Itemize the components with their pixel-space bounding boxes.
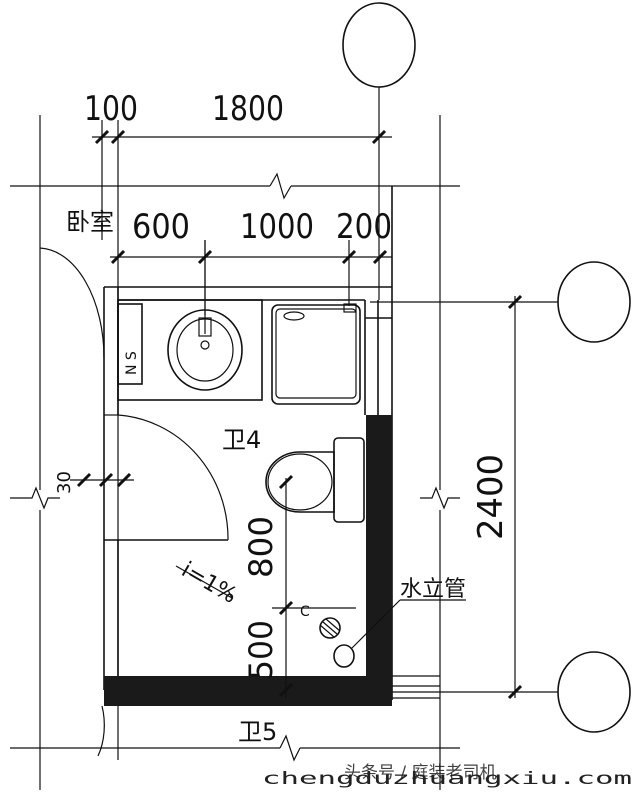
dim-2400: 2400	[471, 454, 511, 540]
dim-30: 30	[54, 471, 75, 494]
riser-code: C	[300, 604, 310, 620]
dimension-line-center	[272, 474, 356, 698]
shower-tray	[271, 303, 361, 405]
label-slope: i=1%	[177, 558, 241, 609]
dimension-line-right	[507, 294, 523, 700]
dim-500: 500	[242, 620, 280, 680]
slope-arrow	[175, 565, 233, 599]
thick-wall	[104, 415, 392, 706]
door-lower-left	[97, 705, 105, 757]
axis-bubble-right-lower	[380, 651, 631, 733]
axis-bubble-top	[342, 2, 416, 300]
vanity	[117, 240, 263, 401]
dim-1800: 1800	[212, 89, 284, 129]
water-riser-pipe	[333, 599, 466, 668]
dim-100: 100	[84, 89, 138, 129]
toilet	[265, 437, 365, 523]
floor-drain	[319, 617, 341, 639]
door-bedroom	[39, 247, 105, 359]
label-bathroom-4: 卫4	[222, 426, 261, 454]
dim-800: 800	[242, 516, 280, 578]
dim-200: 200	[336, 207, 392, 247]
door-bathroom	[103, 414, 229, 541]
dim-1000: 1000	[240, 207, 314, 247]
watermark-url: chengduzhuangxiu.com	[262, 769, 632, 789]
label-bedroom: 卧室	[66, 208, 114, 236]
watermark-source: 头条号 / 庭装老司机	[344, 763, 497, 783]
dimension-line-left	[70, 472, 134, 488]
wall-line-top	[10, 172, 460, 200]
axis-bubble-right-upper	[370, 261, 631, 343]
dim-600: 600	[132, 207, 190, 247]
label-bathroom-5: 卫5	[238, 718, 277, 746]
label-water-riser: 水立管	[400, 577, 466, 602]
label-north: N S	[124, 351, 140, 375]
